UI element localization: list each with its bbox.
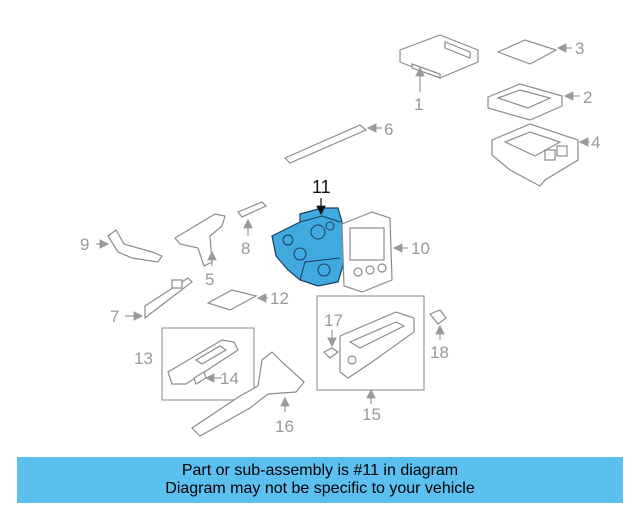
callout-4: 4 — [591, 133, 600, 152]
part-1-console-lid[interactable] — [399, 34, 479, 92]
callout-1: 1 — [414, 95, 423, 114]
part-9-trim-piece[interactable] — [96, 229, 163, 263]
part-2-storage-tray[interactable] — [487, 83, 580, 121]
part-6-trim-strip[interactable] — [283, 123, 382, 164]
callout-11: 11 — [312, 177, 331, 197]
part-8-trim-clip[interactable] — [237, 201, 268, 236]
callout-16: 16 — [275, 417, 294, 436]
part-13-glove-box-group[interactable] — [161, 327, 255, 401]
part-5-side-bracket[interactable] — [174, 213, 226, 267]
part-16-lower-trim[interactable] — [191, 351, 305, 437]
part-10-radio-bezel[interactable] — [341, 211, 408, 293]
callout-9: 9 — [80, 235, 89, 254]
callout-12: 12 — [270, 289, 289, 308]
banner-line-2: Diagram may not be specific to your vehi… — [165, 480, 475, 497]
callout-10: 10 — [411, 239, 430, 258]
callout-5: 5 — [205, 270, 214, 289]
parts-diagram: 1 3 2 4 6 11 — [80, 34, 600, 437]
part-18-plug[interactable] — [429, 309, 447, 340]
callout-6: 6 — [384, 120, 393, 139]
part-4-console-bezel[interactable] — [491, 123, 590, 187]
banner-line-1: Part or sub-assembly is #11 in diagram — [181, 462, 459, 479]
callout-14: 14 — [220, 369, 239, 388]
callout-13: 13 — [134, 349, 153, 368]
callout-8: 8 — [241, 239, 250, 258]
part-11-center-bracket[interactable] — [271, 198, 345, 287]
callout-7: 7 — [110, 307, 119, 326]
part-12-pad[interactable] — [206, 289, 268, 311]
callout-17: 17 — [324, 311, 343, 330]
callout-2: 2 — [583, 88, 592, 107]
part-7-rail[interactable] — [125, 277, 193, 321]
callout-3: 3 — [575, 39, 584, 58]
callout-18: 18 — [430, 343, 449, 362]
part-15-console-group[interactable] — [316, 295, 425, 404]
callout-15: 15 — [362, 405, 381, 424]
info-banner: Part or sub-assembly is #11 in diagram D… — [17, 457, 623, 503]
part-3-lid-panel[interactable] — [496, 39, 572, 65]
